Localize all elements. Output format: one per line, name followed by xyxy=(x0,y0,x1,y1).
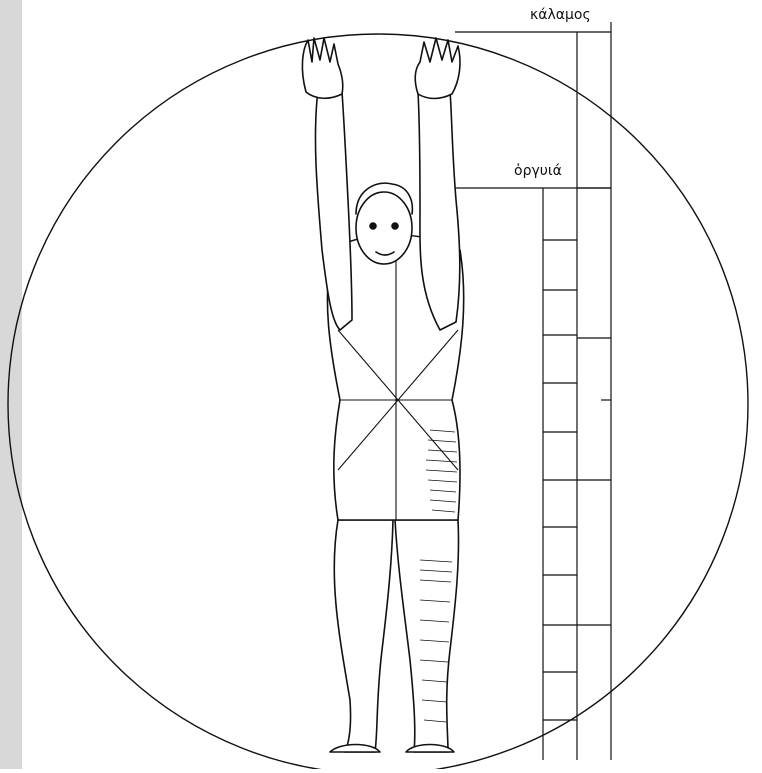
left-arm xyxy=(315,90,352,330)
right-leg xyxy=(395,520,459,752)
right-hand xyxy=(415,38,460,99)
left-eye xyxy=(370,223,376,229)
standing-man-figure xyxy=(302,38,463,752)
measuring-scale xyxy=(455,22,611,760)
right-eye xyxy=(392,223,398,229)
orgyia-label: ὀργυιά xyxy=(514,164,562,178)
left-hand xyxy=(302,38,342,98)
paper-texture xyxy=(0,0,22,769)
left-leg xyxy=(334,520,393,752)
head xyxy=(356,192,412,264)
kalamos-label: κάλαμος xyxy=(530,8,591,22)
